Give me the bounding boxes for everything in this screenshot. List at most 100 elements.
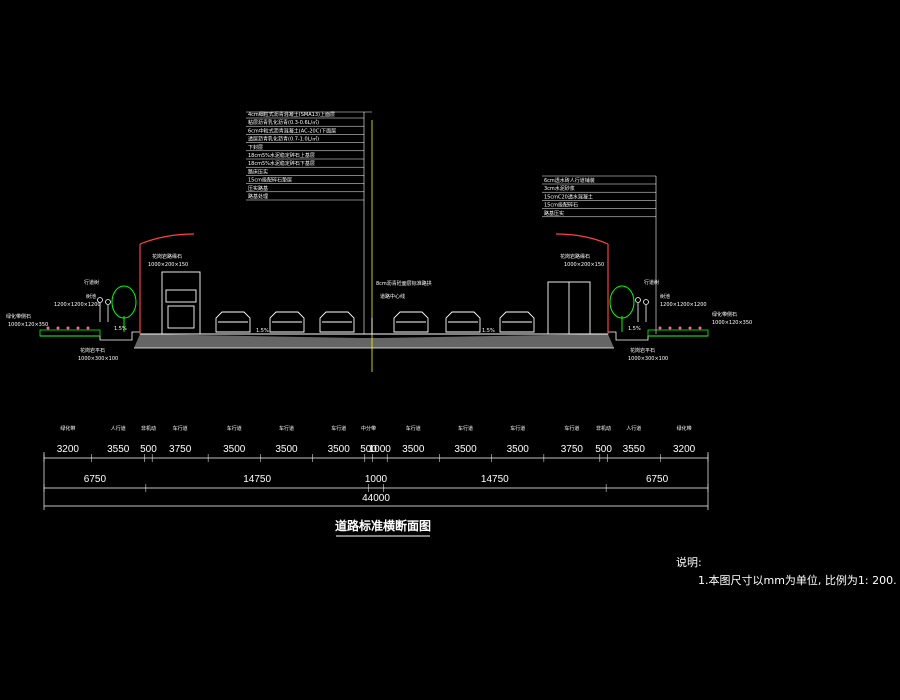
flowers-right bbox=[658, 326, 702, 330]
sidewalk-layer-text: 15cmC20透水混凝土 bbox=[544, 193, 593, 200]
sidewalk-layer-text: 路基压实 bbox=[544, 210, 564, 217]
zone-name-text: 车行道 bbox=[406, 425, 421, 432]
dim-row1-text: 3500 bbox=[275, 444, 298, 455]
car-right-3 bbox=[499, 311, 535, 333]
notes-title: 说明: bbox=[676, 555, 702, 569]
left-curb-size: 1000×200×150 bbox=[148, 262, 188, 268]
center-line-label: 道路中心线 bbox=[380, 293, 405, 300]
pavement-layer-text: 压实路基 bbox=[248, 185, 268, 192]
dim-row2-text: 14750 bbox=[481, 474, 509, 485]
pedestrians-left bbox=[97, 297, 111, 322]
car-left-1 bbox=[215, 311, 251, 333]
left-tree-pit-label: 树池 bbox=[86, 293, 96, 300]
tree-right bbox=[609, 285, 635, 332]
dim-row1-text: 3750 bbox=[169, 444, 192, 455]
dim-total-text: 44000 bbox=[362, 493, 390, 504]
center-note-label: 8cm沥青砼面层标准路拱 bbox=[376, 280, 432, 287]
left-sidewalk-slope: 1.5% bbox=[114, 326, 127, 332]
dim-row2-text: 6750 bbox=[646, 474, 669, 485]
note-1: 1.本图尺寸以mm为单位, 比例为1: 200. bbox=[698, 573, 897, 587]
pavement-layer-text: 透层沥青乳化沥青(0.7-1.0L/㎡) bbox=[248, 136, 319, 143]
right-planting-curb-label: 绿化带侧石 bbox=[712, 311, 737, 318]
pavement-layer-callout: 4cm细粒式沥青混凝土(SMA13)上面层粘层沥青乳化沥青(0.3-0.6L/㎡… bbox=[246, 111, 372, 334]
dim-row1-text: 500 bbox=[140, 444, 157, 455]
truck-right bbox=[547, 281, 591, 335]
section-labels: 8cm沥青砼面层标准路拱 道路中心线 花岗岩路缘石 1000×200×150 行… bbox=[6, 253, 752, 362]
dim-row2-text: 1000 bbox=[365, 474, 388, 485]
sidewalk-layer-text: 15cm级配碎石 bbox=[544, 202, 578, 209]
car-left-2 bbox=[269, 311, 305, 333]
dim-row2-text: 6750 bbox=[84, 474, 107, 485]
left-edge-stone-label: 花岗岩平石 bbox=[80, 347, 105, 354]
vehicles bbox=[161, 271, 591, 335]
right-planting-curb-size: 1000×120×350 bbox=[712, 320, 752, 326]
left-tree-label: 行道树 bbox=[84, 279, 99, 286]
left-planting-curb-size: 1000×120×350 bbox=[8, 322, 48, 328]
right-tree-pit-size: 1200×1200×1200 bbox=[660, 302, 707, 308]
pavement-layer-text: 15cm级配碎石垫层 bbox=[248, 177, 292, 184]
tree-left bbox=[111, 285, 137, 332]
sidewalk-layer-text: 6cm透水砖人行道铺装 bbox=[544, 177, 595, 184]
dim-row1-text: 3750 bbox=[561, 444, 584, 455]
sidewalk-layer-text: 3cm水泥砂浆 bbox=[544, 185, 575, 192]
dim-row1-text: 3500 bbox=[507, 444, 530, 455]
lamp-right bbox=[555, 233, 609, 334]
right-curb-label: 花岗岩路缘石 bbox=[560, 253, 590, 260]
dim-row1-text: 1000 bbox=[369, 444, 392, 455]
right-sidewalk-slope: 1.5% bbox=[628, 326, 641, 332]
dim-row1-text: 3500 bbox=[328, 444, 351, 455]
zone-name-text: 车行道 bbox=[227, 425, 242, 432]
car-right-2 bbox=[445, 311, 481, 333]
right-road-slope: 1.5% bbox=[482, 328, 495, 334]
dim-row1-text: 500 bbox=[595, 444, 612, 455]
right-curb-size: 1000×200×150 bbox=[564, 262, 604, 268]
dim-row1-text: 3500 bbox=[402, 444, 425, 455]
zone-name-text: 车行道 bbox=[331, 425, 346, 432]
zone-name-row: 绿化带人行道非机动车行道车行道车行道车行道中分带车行道车行道车行道车行道非机动人… bbox=[60, 425, 691, 432]
pavement-layer-text: 18cm5%水泥稳定碎石上基层 bbox=[248, 152, 315, 159]
dim-row1-text: 3500 bbox=[223, 444, 246, 455]
left-planting-strip bbox=[39, 329, 101, 337]
zone-name-text: 车行道 bbox=[510, 425, 525, 432]
truck-left bbox=[161, 271, 201, 335]
pavement-layer-text: 下封层 bbox=[248, 144, 263, 151]
left-planting-curb-label: 绿化带侧石 bbox=[6, 313, 31, 320]
flowers-left bbox=[46, 326, 90, 330]
left-road-slope: 1.5% bbox=[256, 328, 269, 334]
dim-row1-text: 3500 bbox=[454, 444, 477, 455]
dimension-lines bbox=[43, 452, 709, 510]
zone-name-text: 中分带 bbox=[361, 425, 376, 432]
zone-name-text: 人行道 bbox=[626, 425, 641, 432]
pavement-layer-text: 4cm细粒式沥青混凝土(SMA13)上面层 bbox=[248, 111, 335, 118]
car-left-3 bbox=[319, 311, 355, 333]
right-tree-pit-label: 树池 bbox=[660, 293, 670, 300]
pavement-fill bbox=[134, 334, 614, 348]
zone-name-text: 非机动 bbox=[596, 425, 611, 432]
zone-name-text: 车行道 bbox=[279, 425, 294, 432]
right-planting-strip bbox=[647, 329, 709, 337]
zone-name-text: 绿化带 bbox=[60, 425, 75, 432]
dim-row1-text: 3200 bbox=[57, 444, 80, 455]
drawing-title: 道路标准横断面图 bbox=[335, 518, 431, 533]
dim-row1-text: 3550 bbox=[107, 444, 130, 455]
pavement-layer-text: 粘层沥青乳化沥青(0.3-0.6L/㎡) bbox=[248, 119, 319, 126]
median-post bbox=[366, 318, 378, 335]
pavement-layer-list: 4cm细粒式沥青混凝土(SMA13)上面层粘层沥青乳化沥青(0.3-0.6L/㎡… bbox=[246, 111, 364, 201]
zone-name-text: 车行道 bbox=[564, 425, 579, 432]
left-edge-stone-size: 1000×300×100 bbox=[78, 356, 118, 362]
zone-name-text: 人行道 bbox=[111, 425, 126, 432]
zone-name-text: 绿化带 bbox=[677, 425, 692, 432]
pavement-layer-text: 6cm中粒式沥青混凝土(AC-20C)下面层 bbox=[248, 127, 336, 134]
dim-row1-text: 500 bbox=[360, 444, 377, 455]
right-edge-stone-size: 1000×300×100 bbox=[628, 356, 668, 362]
zone-name-text: 车行道 bbox=[458, 425, 473, 432]
left-tree-pit-size: 1200×1200×1200 bbox=[54, 302, 101, 308]
car-right-1 bbox=[393, 311, 429, 333]
left-curb-label: 花岗岩路缘石 bbox=[152, 253, 182, 260]
lamp-left bbox=[139, 233, 195, 334]
pedestrians-right bbox=[635, 297, 649, 322]
